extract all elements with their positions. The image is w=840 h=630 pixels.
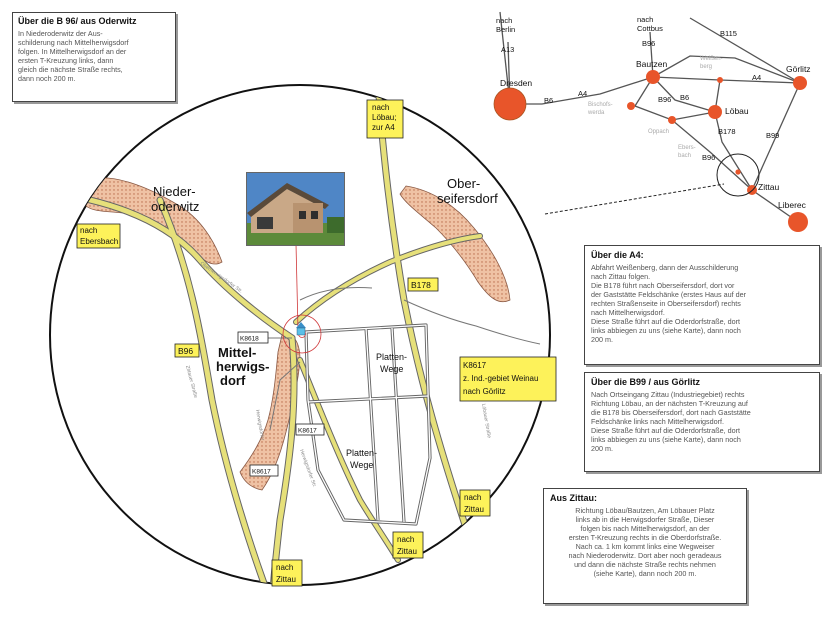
svg-text:B178: B178 [718,127,736,136]
place-mittelherwigsdorf: Mittel- herwigs- dorf [216,345,273,388]
svg-text:A4: A4 [578,89,587,98]
info-box-a4: Über die A4: Abfahrt Weißenberg, dann de… [584,245,820,365]
svg-text:Dresden: Dresden [500,78,532,88]
sign-weinau-goerlitz: K8617 z. Ind.-gebiet Weinau nach Görlitz [459,356,557,402]
svg-text:Zittau: Zittau [758,182,780,192]
label-platten-wege-2: Platten- Wege [346,448,380,470]
label-platten-wege-1: Platten- Wege [376,352,410,374]
svg-text:nach Zittau: nach Zittau [397,535,417,556]
svg-text:Oppach: Oppach [648,129,669,135]
info-text-a4: Abfahrt Weißenberg, dann der Ausschilder… [591,263,747,344]
info-title-zittau: Aus Zittau: [550,493,597,503]
svg-text:Löbau: Löbau [725,106,749,116]
info-title-b96: Über die B 96/ aus Oderwitz [18,16,137,26]
svg-text:B96: B96 [658,95,671,104]
svg-text:Herwigsdorfer: Herwigsdorfer [254,409,265,441]
svg-text:werda: werda [587,110,605,116]
village-area-oberseifersdorf [399,185,511,303]
sign-nach-loebau: nach Löbau; zur A4 [366,99,404,139]
svg-text:B6: B6 [680,93,689,102]
svg-text:A13: A13 [501,45,514,54]
svg-text:B96: B96 [702,153,715,162]
info-box-b96: Über die B 96/ aus Oderwitz In Niederode… [12,12,176,102]
svg-text:nach Ebersbach: nach Ebersbach [80,226,118,246]
svg-text:Bautzen: Bautzen [636,59,667,69]
svg-text:nach Zittau: nach Zittau [276,563,296,584]
svg-text:bach: bach [678,153,691,159]
house-icon [296,322,306,336]
svg-text:Liberec: Liberec [778,200,807,210]
info-box-b99: Über die B99 / aus Görlitz Nach Ortseing… [584,372,820,472]
svg-text:B96: B96 [178,346,193,356]
overview-map: Bischofs-werda Oppach Ebers-bach Weißen-… [493,11,811,232]
svg-text:B99: B99 [766,131,779,140]
info-title-a4: Über die A4: [591,250,644,260]
target-circle [282,314,322,354]
sign-nach-zittau-south: nach Zittau [271,559,303,587]
svg-text:B115: B115 [720,29,737,38]
svg-text:Löbauer Straße: Löbauer Straße [480,403,492,438]
svg-text:B96: B96 [642,39,655,48]
place-oberseifersdorf: Ober- seifersdorf [437,176,498,206]
svg-text:Weißen-: Weißen- [700,56,723,62]
sign-nach-zittau-east: nach Zittau [459,489,491,517]
svg-text:A4: A4 [752,73,761,82]
house-photo [246,172,345,246]
svg-text:Ebers-: Ebers- [678,145,696,151]
svg-text:Görlitz: Görlitz [786,64,811,74]
svg-text:nach Zittau: nach Zittau [464,493,484,514]
svg-text:nach Löbau; zur A4: nach Löbau; zur A4 [372,103,399,132]
info-text-b99: Nach Ortseingang Zittau (Industriegebiet… [591,390,751,453]
local-map-content: Oberherwigsdorfer Str. Zittauer Straße H… [85,85,541,585]
place-niederoderwitz: Nieder- oderwitz [151,184,199,214]
svg-text:B178: B178 [411,280,431,290]
info-text-b96: In Niederoderwitz der Aus- schilderung n… [18,29,129,83]
svg-text:berg: berg [700,64,712,70]
info-box-zittau: Aus Zittau: Richtung Löbau/Bautzen, Am L… [543,488,747,604]
info-text-zittau: Richtung Löbau/Bautzen, Am Löbauer Platz… [568,506,722,578]
badge-b178: B178 [407,277,439,292]
sign-nach-ebersbach: nach Ebersbach [76,223,121,249]
badge-k8617-a: K8617 [295,423,325,436]
svg-text:K8617: K8617 [298,428,317,435]
svg-text:K8617 z. Ind.-gebiet Wei: K8617 z. Ind.-gebiet Weinau nach Görlitz [463,361,541,396]
badge-k8618: K8618 [237,331,269,344]
badge-k8617-b: K8617 [249,464,279,477]
svg-text:K8617: K8617 [252,469,271,476]
sign-nach-zittau-center: nach Zittau [392,531,424,559]
info-title-b99: Über die B99 / aus Görlitz [591,377,701,387]
svg-text:B6: B6 [544,96,553,105]
badge-b96: B96 [174,343,200,358]
svg-text:K8618: K8618 [240,336,259,343]
svg-text:Bischofs-: Bischofs- [588,102,613,108]
